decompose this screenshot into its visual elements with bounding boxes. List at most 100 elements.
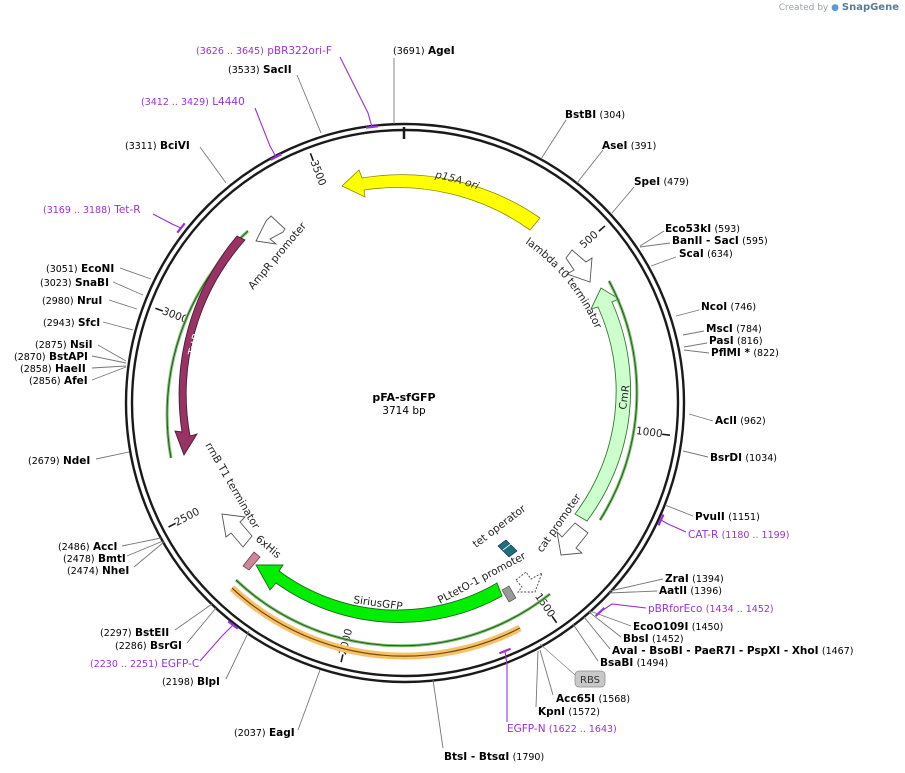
enzyme-site-ndei[interactable]: (2679) NdeI — [28, 455, 90, 467]
enzyme-site-blpi[interactable]: (2198) BlpI — [162, 676, 220, 688]
enzyme-name: BlpI — [197, 676, 220, 688]
enzyme-position: (2856) — [29, 376, 61, 387]
primer-pbr322ori-f[interactable]: (3626 .. 3645) pBR322ori-F — [196, 45, 332, 57]
feature-siriusgfp[interactable]: SiriusGFP — [255, 564, 503, 623]
enzyme-site-pflmi[interactable]: PflMI * (822) — [711, 347, 779, 359]
credit-brand: SnapGene — [841, 2, 899, 13]
enzyme-name: AccI — [93, 541, 117, 553]
enzyme-site-bsrdi[interactable]: BsrDI (1034) — [710, 452, 777, 464]
enzyme-position: (595) — [742, 236, 768, 247]
enzyme-site-bmti[interactable]: (2478) BmtI — [63, 553, 126, 565]
enzyme-site-acc65i[interactable]: Acc65I (1568) — [556, 693, 630, 705]
enzyme-site-sacii[interactable]: (3533) SacII — [228, 64, 292, 76]
enzyme-position: (3533) — [228, 65, 260, 76]
enzyme-site-msci[interactable]: MscI (784) — [706, 323, 762, 335]
enzyme-site-nrui[interactable]: (2980) NruI — [42, 295, 102, 307]
feature-tet-operator[interactable]: tet operator — [471, 502, 529, 558]
feature-p15a-ori[interactable]: p15A ori — [341, 169, 541, 231]
enzyme-line-blpi — [225, 630, 250, 680]
primer-mark-l4440 — [270, 153, 282, 161]
enzyme-site-avai-bsobi-paer7i-pspxi-xhoi[interactable]: AvaI - BsoBI - PaeR7I - PspXI - XhoI (14… — [612, 645, 853, 657]
enzyme-site-nhei[interactable]: (2474) NheI — [67, 565, 129, 577]
enzyme-site-econi[interactable]: (3051) EcoNI — [46, 263, 114, 275]
enzyme-site-eco53ki[interactable]: Eco53kI (593) — [665, 223, 740, 235]
enzyme-site-bsrgi[interactable]: (2286) BsrGI — [115, 640, 182, 652]
primer-egfp-n[interactable]: EGFP-N (1622 .. 1643) — [507, 723, 617, 735]
enzyme-name: Acc65I — [556, 693, 595, 705]
enzyme-site-pasi[interactable]: PasI (816) — [709, 335, 763, 347]
feature-cat-promoter[interactable]: cat promoter — [535, 491, 589, 556]
snapgene-logo-icon: ● — [831, 3, 839, 13]
enzyme-site-bcivi[interactable]: (3311) BciVI — [125, 140, 190, 152]
tick-mark-1000 — [662, 433, 671, 437]
enzyme-position: (634) — [707, 249, 733, 260]
enzyme-position: (2286) — [115, 641, 147, 652]
enzyme-site-acci[interactable]: (2486) AccI — [58, 541, 117, 553]
primer-range: (1180 .. 1199) — [722, 530, 790, 541]
enzyme-name: SfcI — [78, 317, 100, 329]
enzyme-line-ndei — [95, 451, 130, 460]
enzyme-position: (2875) — [35, 340, 67, 351]
enzyme-line-spei — [611, 186, 635, 214]
enzyme-name: AfeI — [64, 375, 88, 387]
primer-l4440[interactable]: (3412 .. 3429) L4440 — [141, 96, 245, 108]
enzyme-site-acli[interactable]: AclI (962) — [715, 415, 766, 427]
enzyme-position: (1494) — [637, 658, 669, 669]
enzyme-site-spei[interactable]: SpeI (479) — [634, 176, 689, 188]
tick-label-500: 500 — [578, 229, 601, 251]
enzyme-site-bbsi[interactable]: BbsI (1452) — [623, 633, 684, 645]
feature-rrnb-t1-terminator[interactable]: rrnB T1 terminator — [202, 441, 262, 548]
enzyme-site-bstapi[interactable]: (2870) BstAPI — [14, 351, 88, 363]
enzyme-site-pvuii[interactable]: PvuII (1151) — [695, 511, 760, 523]
enzyme-site-bstbi[interactable]: BstBI (304) — [565, 109, 625, 121]
primer-egfp-c[interactable]: (2230 .. 2251) EGFP-C — [90, 658, 199, 670]
enzyme-position: (1790) — [513, 752, 545, 763]
enzyme-site-scai[interactable]: ScaI (634) — [679, 248, 733, 260]
enzyme-site-bsteii[interactable]: (2297) BstEII — [100, 627, 169, 639]
enzyme-line-zrai — [609, 578, 664, 592]
enzyme-position: (3023) — [40, 278, 72, 289]
enzyme-site-ncoi[interactable]: NcoI (746) — [701, 301, 756, 313]
rbs-label: RBS — [580, 675, 600, 686]
enzyme-name: SacII — [263, 64, 292, 76]
primer-cat-r[interactable]: CAT-R (1180 .. 1199) — [688, 529, 789, 541]
enzyme-site-afei[interactable]: (2856) AfeI — [29, 375, 88, 387]
enzyme-site-bsabi[interactable]: BsaBI (1494) — [600, 657, 668, 669]
enzyme-site-kpni[interactable]: KpnI (1572) — [538, 706, 600, 718]
enzyme-leader-lines — [91, 58, 714, 749]
enzyme-site-banii-saci[interactable]: BanII - SacI (595) — [672, 235, 768, 247]
enzyme-name: AatII — [659, 585, 687, 597]
enzyme-line-acli — [688, 413, 714, 422]
primer-mark-egfp-n — [499, 647, 511, 655]
enzyme-site-nsii[interactable]: (2875) NsiI — [35, 339, 92, 351]
enzyme-site-sfci[interactable]: (2943) SfcI — [43, 317, 100, 329]
enzyme-site-eagi[interactable]: (2037) EagI — [234, 727, 295, 739]
enzyme-site-agei[interactable]: (3691) AgeI — [393, 45, 455, 57]
feature-rbs[interactable]: RBS — [539, 643, 606, 688]
enzyme-name: AclI — [715, 415, 737, 427]
tick-mark-3500 — [309, 153, 315, 162]
feature-cmr[interactable]: CmR — [574, 287, 632, 522]
feature-ampr-promoter[interactable]: AmpR promoter — [246, 215, 309, 292]
enzyme-name: NsiI — [70, 339, 93, 351]
enzyme-site-btsi-bts-i[interactable]: BtsI - BtsαI (1790) — [444, 751, 544, 763]
primer-mark-pbr322ori-f — [365, 125, 379, 129]
enzyme-line-eagi — [297, 669, 321, 731]
enzyme-name: AgeI — [428, 45, 455, 57]
feature-tetr[interactable]: TetR — [174, 235, 246, 457]
tick-mark-2000 — [340, 654, 344, 663]
enzyme-site-zrai[interactable]: ZraI (1394) — [665, 573, 724, 585]
primer-pbrforeco[interactable]: pBRforEco (1434 .. 1452) — [648, 603, 774, 615]
enzyme-site-ecoo109i[interactable]: EcoO109I (1450) — [633, 621, 723, 633]
enzyme-line-bsteii — [174, 603, 213, 631]
credit-prefix: Created by — [778, 3, 829, 13]
enzyme-position: (784) — [736, 324, 762, 335]
feature-lambda-t0-terminator[interactable]: lambda t0 terminator — [523, 236, 604, 331]
enzyme-site-snabi[interactable]: (3023) SnaBI — [40, 277, 109, 289]
primer-tet-r[interactable]: (3169 .. 3188) Tet-R — [43, 204, 141, 216]
enzyme-line-ecoo109i — [589, 610, 632, 627]
enzyme-site-haeii[interactable]: (2858) HaeII — [20, 363, 86, 375]
primer-name: pBRforEco — [648, 603, 702, 615]
enzyme-site-asei[interactable]: AseI (391) — [602, 140, 656, 152]
enzyme-site-aatii[interactable]: AatII (1396) — [659, 585, 722, 597]
